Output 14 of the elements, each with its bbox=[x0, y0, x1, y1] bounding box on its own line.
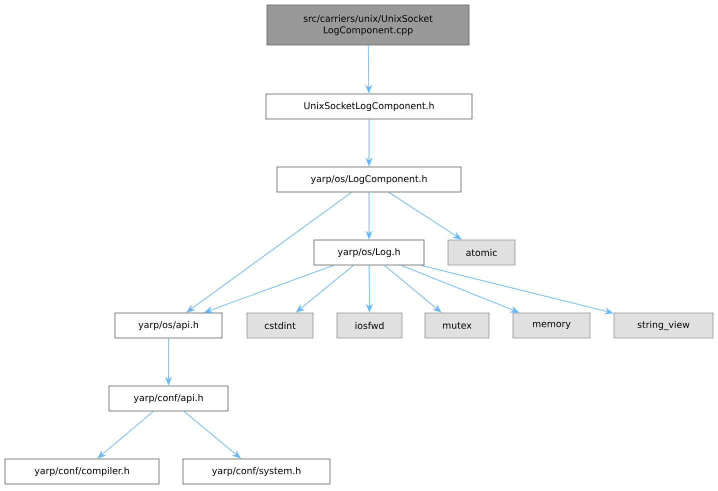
file-box: yarp/os/api.h bbox=[114, 312, 222, 338]
header-box: iosfwd bbox=[336, 312, 402, 338]
header-box: atomic bbox=[448, 240, 516, 266]
file-box: src/carriers/unix/UnixSocket LogComponent.cpp bbox=[266, 4, 470, 46]
file-box: yarp/conf/system.h bbox=[182, 458, 330, 484]
file-box: yarp/os/Log.h bbox=[314, 240, 424, 266]
file-box: yarp/conf/api.h bbox=[108, 386, 228, 412]
file-box: UnixSocketLogComponent.h bbox=[266, 94, 472, 120]
header-box: cstdint bbox=[246, 312, 314, 338]
header-box: memory bbox=[512, 312, 590, 338]
header-box: mutex bbox=[424, 312, 490, 338]
file-box: yarp/os/LogComponent.h bbox=[276, 166, 462, 192]
file-box: yarp/conf/compiler.h bbox=[4, 458, 160, 484]
header-box: string_view bbox=[614, 312, 714, 338]
